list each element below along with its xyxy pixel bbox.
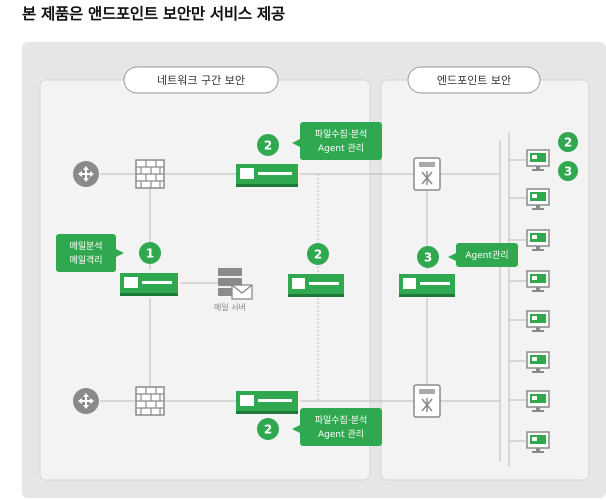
svg-text:엔드포인트 보안: 엔드포인트 보안 bbox=[437, 74, 511, 87]
number-badge: 2 bbox=[558, 132, 578, 152]
svg-text:Agent 관리: Agent 관리 bbox=[318, 143, 364, 154]
monitor-icon bbox=[526, 270, 550, 292]
monitor-icon bbox=[526, 431, 550, 453]
svg-text:파일수집·분석: 파일수집·분석 bbox=[315, 414, 368, 426]
page-title: 본 제품은 앤드포인트 보안만 서비스 제공 bbox=[22, 5, 285, 23]
monitor-icon bbox=[526, 149, 550, 171]
svg-text:3: 3 bbox=[564, 165, 572, 179]
number-badge: 2 bbox=[257, 418, 279, 440]
monitor-icon bbox=[526, 310, 550, 332]
appliance-icon bbox=[288, 274, 344, 297]
callout-mail-analysis: 메일분석 메일격리 bbox=[56, 234, 124, 272]
number-badge: 2 bbox=[307, 243, 329, 265]
switch-icon bbox=[413, 157, 441, 191]
number-badge: 3 bbox=[558, 161, 578, 181]
svg-text:3: 3 bbox=[424, 251, 432, 265]
router-icon bbox=[73, 388, 99, 414]
svg-text:1: 1 bbox=[146, 247, 154, 261]
firewall-icon bbox=[135, 159, 165, 189]
svg-text:파일수집·분석: 파일수집·분석 bbox=[315, 128, 368, 140]
monitor-icon bbox=[526, 229, 550, 251]
callout-agent-management: Agent관리 bbox=[448, 243, 518, 267]
mail-server-label: 메일 서버 bbox=[214, 302, 246, 312]
svg-text:네트워크 구간 보안: 네트워크 구간 보안 bbox=[157, 74, 245, 87]
callout-file-collection-bottom: 파일수집·분석 Agent 관리 bbox=[292, 408, 382, 446]
number-badge: 3 bbox=[417, 246, 439, 268]
appliance-icon bbox=[120, 273, 178, 296]
svg-text:Agent관리: Agent관리 bbox=[465, 250, 508, 261]
svg-text:2: 2 bbox=[264, 139, 272, 153]
router-icon bbox=[73, 161, 99, 187]
network-zone-label: 네트워크 구간 보안 bbox=[123, 66, 279, 94]
switch-icon bbox=[413, 384, 441, 418]
svg-text:Agent 관리: Agent 관리 bbox=[318, 429, 364, 440]
svg-text:2: 2 bbox=[564, 136, 572, 150]
svg-text:메일분석: 메일분석 bbox=[69, 241, 102, 252]
svg-text:메일격리: 메일격리 bbox=[69, 254, 102, 266]
number-badge: 2 bbox=[257, 134, 279, 156]
callout-file-collection-top: 파일수집·분석 Agent 관리 bbox=[292, 122, 382, 160]
monitor-icon bbox=[526, 390, 550, 412]
appliance-icon bbox=[236, 164, 298, 187]
monitor-icon bbox=[526, 188, 550, 210]
monitor-icon bbox=[526, 351, 550, 373]
number-badge: 1 bbox=[139, 242, 161, 264]
firewall-icon bbox=[135, 386, 165, 416]
svg-text:2: 2 bbox=[264, 423, 272, 437]
mail-server-icon bbox=[218, 268, 253, 300]
appliance-icon bbox=[399, 274, 455, 297]
svg-text:2: 2 bbox=[314, 248, 322, 262]
appliance-icon bbox=[236, 391, 298, 414]
endpoint-zone-label: 엔드포인트 보안 bbox=[407, 66, 541, 94]
